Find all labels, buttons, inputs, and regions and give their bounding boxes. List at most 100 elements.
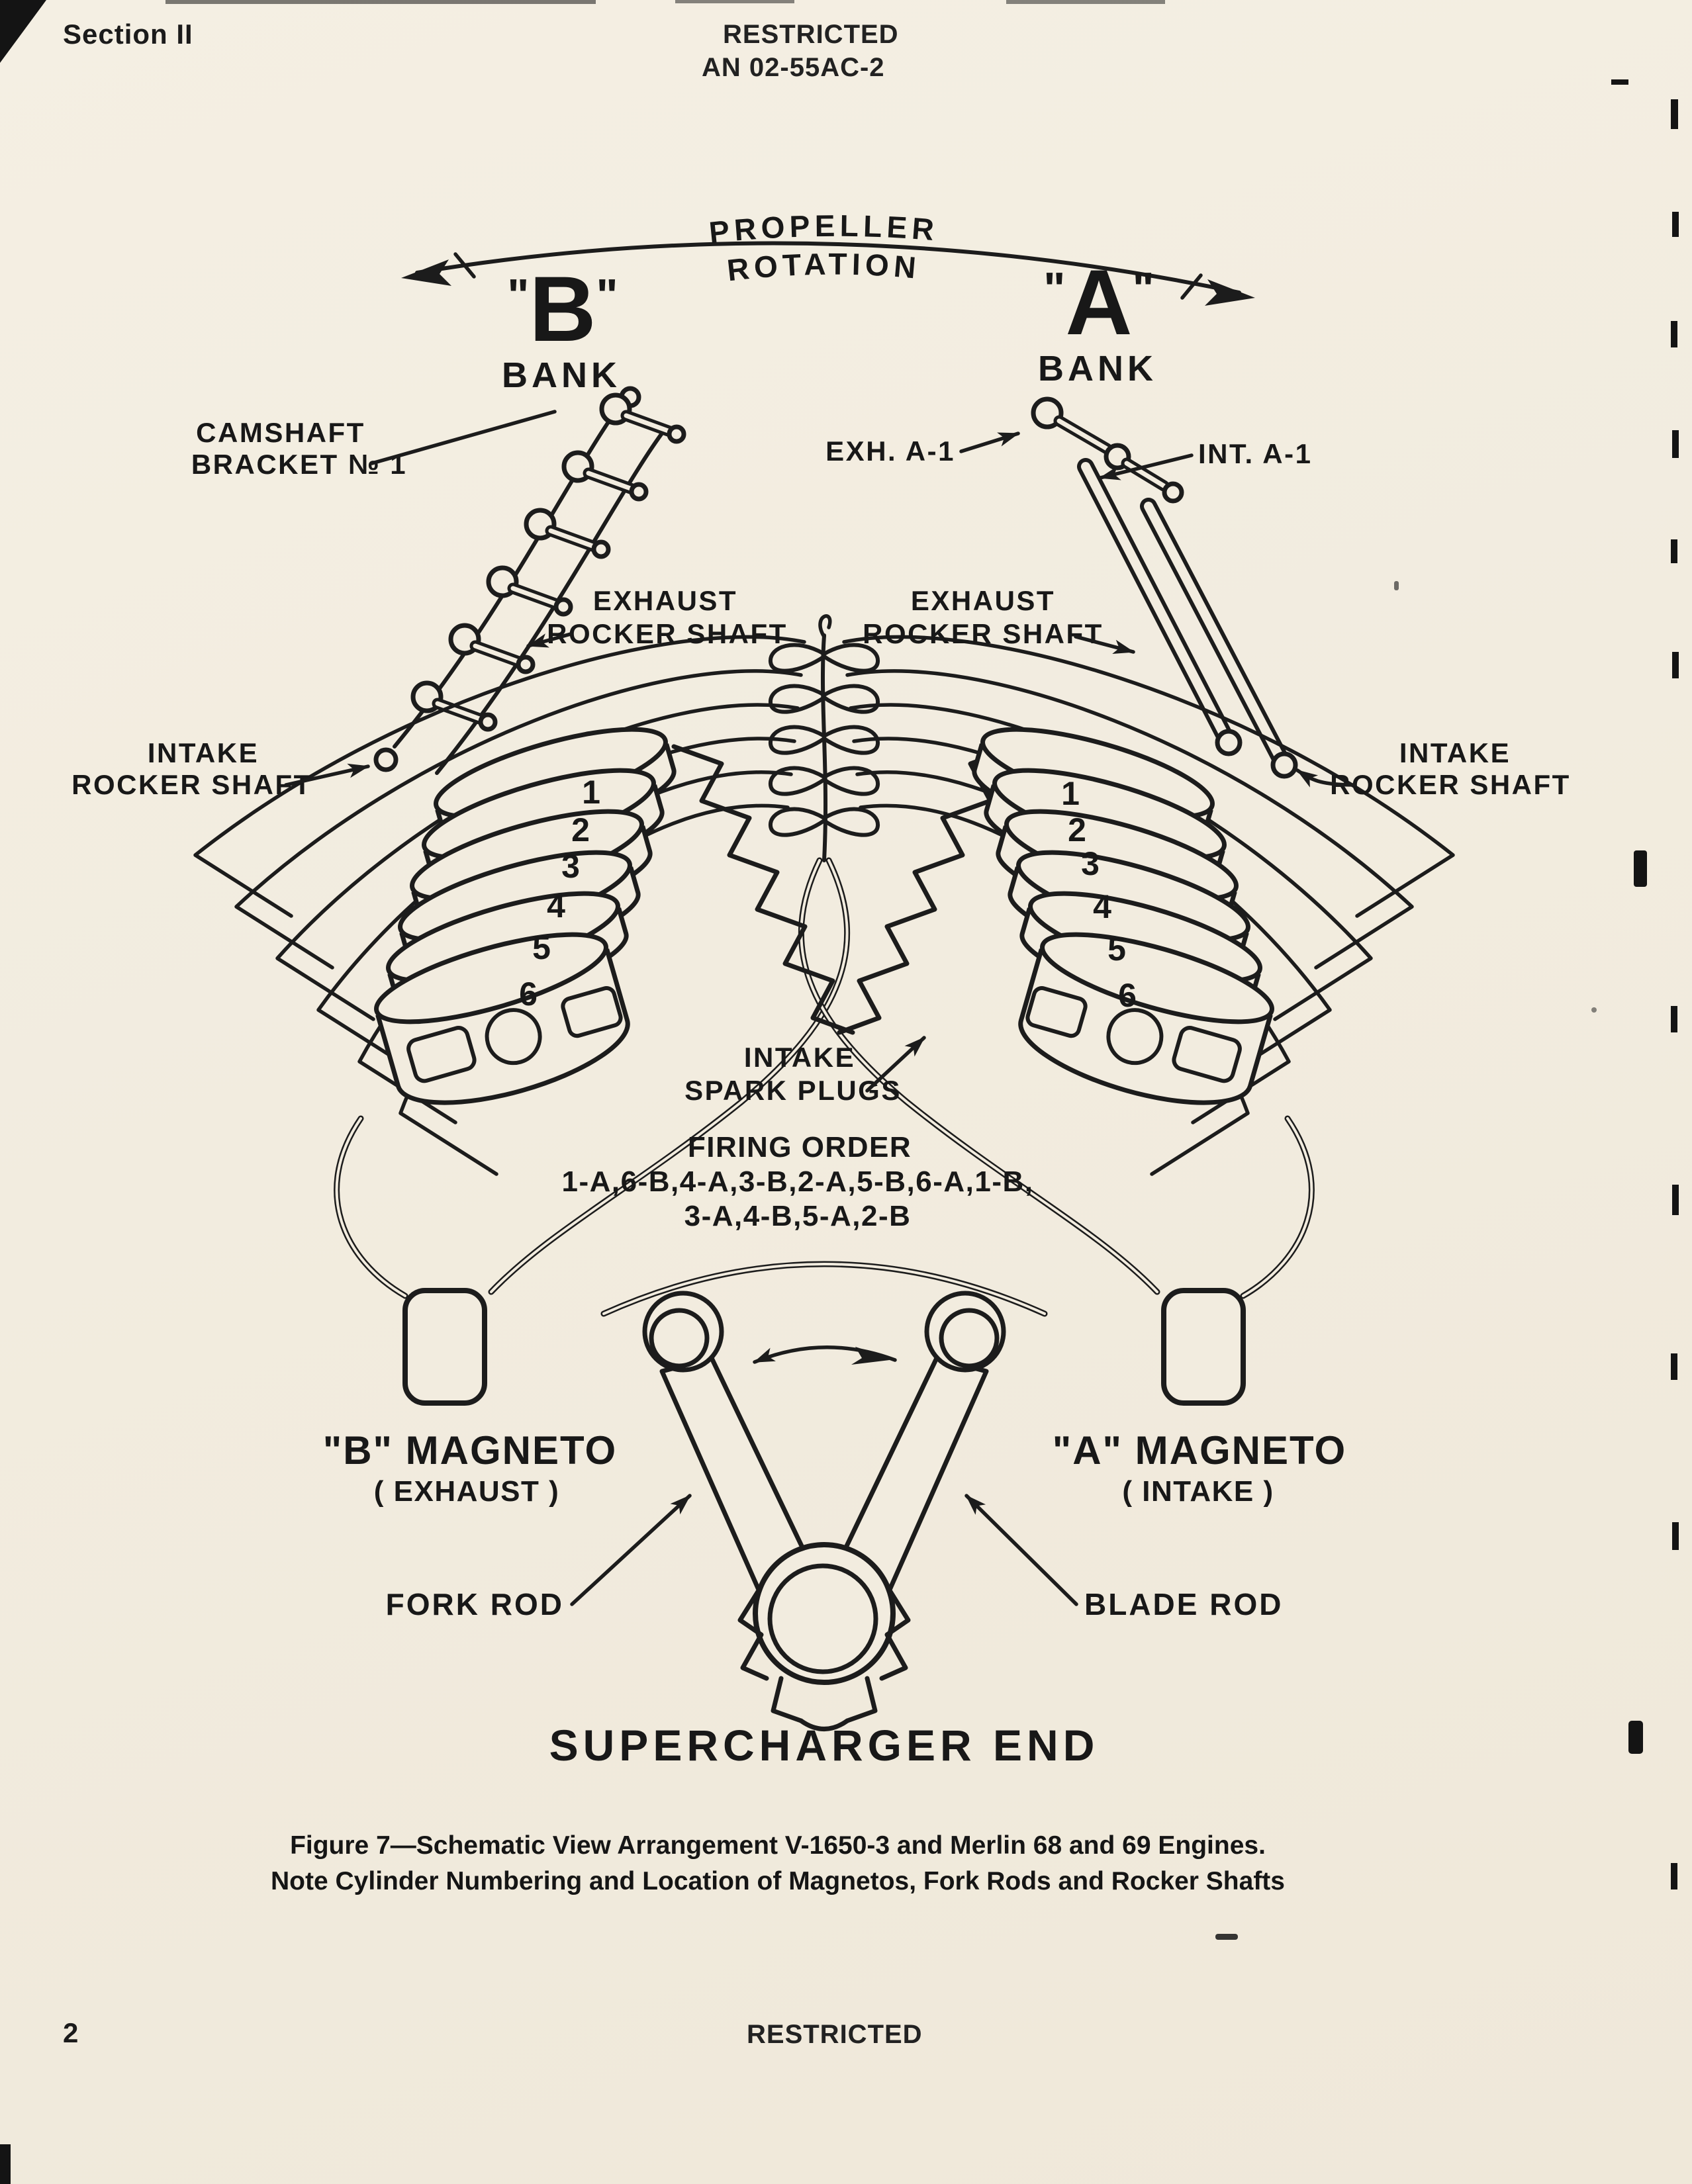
figure-caption-line1: Figure 7—Schematic View Arrangement V-16… xyxy=(290,1831,1266,1860)
cylinder-number: 5 xyxy=(1107,931,1126,968)
firing-order-line2: 3-A,4-B,5-A,2-B xyxy=(684,1200,912,1232)
scan-mark xyxy=(1672,1522,1679,1550)
intake-spark-plugs-line1: INTAKE xyxy=(744,1042,855,1073)
magneto-a-body xyxy=(1161,1288,1246,1406)
classification-top: RESTRICTED xyxy=(723,20,899,49)
firing-order-title: FIRING ORDER xyxy=(688,1131,912,1163)
scan-mark xyxy=(1628,1721,1643,1754)
scan-mark xyxy=(1671,1863,1677,1889)
exhaust-rocker-a-line2: ROCKER SHAFT xyxy=(863,618,1104,649)
cylinder-number: 1 xyxy=(1061,775,1080,812)
classification-bottom: RESTRICTED xyxy=(747,2020,923,2049)
bank-b-letter: "B" xyxy=(507,257,618,361)
scan-mark xyxy=(1611,79,1628,85)
cylinder-number: 1 xyxy=(582,774,600,811)
bank-b-word: BANK xyxy=(502,355,621,395)
camshaft-bracket-leader xyxy=(370,410,557,465)
crankcase-step-edge-a xyxy=(837,744,1021,1035)
exhaust-rocker-b-line2: ROCKER SHAFT xyxy=(547,618,788,649)
doc-number: AN 02-55AC-2 xyxy=(702,53,885,82)
scan-mark xyxy=(1671,1006,1677,1032)
intake-rocker-a-line2: ROCKER SHAFT xyxy=(1330,769,1571,800)
ignition-harness xyxy=(769,614,880,862)
firing-order-line1: 1-A,6-B,4-A,3-B,2-A,5-B,6-A,1-B, xyxy=(562,1165,1034,1198)
exh-a1-leader xyxy=(959,432,1020,453)
intake-rocker-b-line2: ROCKER SHAFT xyxy=(71,769,312,800)
magneto-b-label: "B" MAGNETO xyxy=(323,1428,617,1473)
scan-mark xyxy=(1671,539,1677,563)
scan-mark xyxy=(1672,212,1679,237)
intake-rocker-b-leader xyxy=(284,763,370,787)
page-number: 2 xyxy=(63,2017,79,2048)
magneto-b-body xyxy=(402,1288,487,1406)
cylinder-number: 2 xyxy=(571,811,590,848)
scan-mark xyxy=(1394,581,1399,590)
cylinder-number: 6 xyxy=(519,976,538,1013)
scan-mark xyxy=(1671,99,1678,129)
b-bank-cylinders xyxy=(374,727,677,1105)
magneto-a-label: "A" MAGNETO xyxy=(1053,1428,1346,1473)
firing-order: FIRING ORDER 1-A,6-B,4-A,3-B,2-A,5-B,6-A… xyxy=(562,1131,1034,1232)
scan-mark xyxy=(1672,1185,1679,1215)
propeller-rotation-label-bottom: ROTATION xyxy=(726,247,922,288)
intake-rocker-b-line1: INTAKE xyxy=(148,737,259,768)
cylinder-numbers: 1 2 3 4 5 6 1 2 3 4 5 6 xyxy=(519,774,1137,1014)
cylinder-number: 2 xyxy=(1068,811,1086,848)
magneto-wires xyxy=(334,857,1315,1317)
fork-rod-label: FORK ROD xyxy=(386,1587,564,1621)
fork-rod-shape xyxy=(659,1355,805,1592)
scan-mark xyxy=(165,0,596,4)
camshaft-bracket-label-line1: CAMSHAFT xyxy=(196,417,365,448)
scan-mark xyxy=(1671,1353,1677,1380)
scan-mark xyxy=(675,0,794,3)
cylinder-number: 4 xyxy=(1093,888,1111,925)
a-bank-rocker-assembly xyxy=(1031,396,1298,779)
scan-mark xyxy=(1671,321,1677,347)
intake-spark-plugs-line2: SPARK PLUGS xyxy=(684,1075,902,1106)
section-heading: Section II xyxy=(63,19,193,50)
exhaust-rocker-a-line1: EXHAUST xyxy=(911,585,1055,616)
cylinder-number: 5 xyxy=(532,929,551,966)
cylinder-number: 4 xyxy=(547,887,565,925)
connecting-rod-assembly xyxy=(642,1291,1006,1731)
scan-mark xyxy=(0,2144,11,2184)
scan-mark xyxy=(1215,1934,1238,1940)
blade-rod-shape xyxy=(843,1355,989,1592)
scan-mark xyxy=(1634,850,1647,887)
scan-mark xyxy=(1006,0,1165,4)
intake-spark-plugs-leader xyxy=(865,1036,926,1093)
scan-mark xyxy=(1672,430,1679,458)
blade-rod-label: BLADE ROD xyxy=(1084,1587,1283,1621)
exhaust-rocker-b-line1: EXHAUST xyxy=(593,585,737,616)
bank-a-word: BANK xyxy=(1038,349,1157,388)
int-a1-leader xyxy=(1098,453,1194,480)
scan-mark xyxy=(1591,1007,1597,1013)
intake-rocker-a-leader xyxy=(1295,768,1356,788)
figure-caption-line2: Note Cylinder Numbering and Location of … xyxy=(271,1867,1285,1895)
magneto-b-sub: ( EXHAUST ) xyxy=(374,1475,560,1508)
a-bank-cylinders xyxy=(972,727,1274,1105)
fork-rod-leader xyxy=(570,1494,692,1606)
cylinder-number: 3 xyxy=(1081,845,1100,882)
cylinder-number: 3 xyxy=(561,848,580,885)
exhaust-rocker-b-leader xyxy=(526,632,573,648)
cylinder-number: 6 xyxy=(1118,977,1137,1014)
exhaust-rocker-a-leader xyxy=(1074,635,1135,654)
scan-mark xyxy=(1672,652,1679,678)
bank-a-letter: "A" xyxy=(1043,250,1154,354)
exh-a1-label: EXH. A-1 xyxy=(825,435,955,467)
int-a1-label: INT. A-1 xyxy=(1198,438,1312,469)
intake-rocker-a-line1: INTAKE xyxy=(1399,737,1511,768)
figure-caption: Figure 7—Schematic View Arrangement V-16… xyxy=(7,1828,1549,1899)
magneto-a-sub: ( INTAKE ) xyxy=(1122,1475,1274,1508)
blade-rod-leader xyxy=(964,1494,1078,1606)
propeller-rotation-label-top: PROPELLER xyxy=(708,208,940,250)
callout-labels: CAMSHAFT BRACKET № 1 EXH. A-1 INT. A-1 E… xyxy=(71,410,1571,1106)
crankcase-step-edge-b xyxy=(671,744,855,1035)
propeller-rotation-arrow xyxy=(401,241,1255,306)
supercharger-end-label: SUPERCHARGER END xyxy=(549,1721,1100,1770)
camshaft-bracket-label-line2: BRACKET № 1 xyxy=(191,449,407,480)
